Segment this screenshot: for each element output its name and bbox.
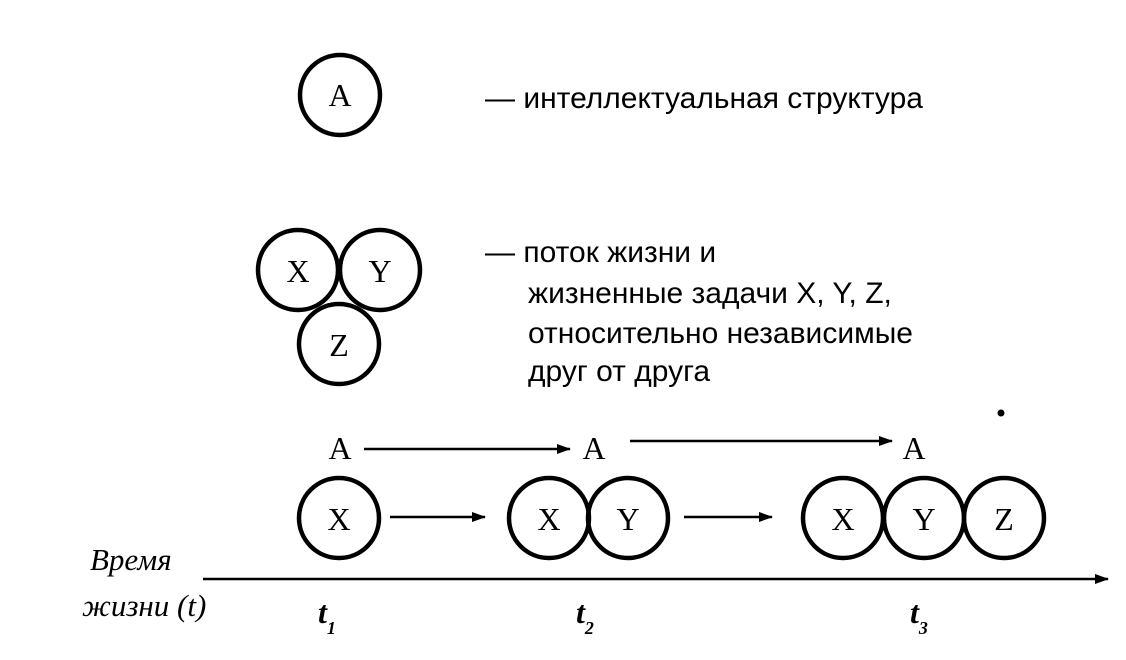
stage2-structure-label: A <box>582 430 605 466</box>
legend-flow-line-1: — поток жизни и <box>485 236 717 269</box>
legend-flow-line-4: друг от друга <box>528 355 711 388</box>
stage1-tasks: X <box>296 475 382 561</box>
stage1-structure-label: A <box>328 430 351 466</box>
stage1-x-circle <box>296 475 382 561</box>
stage2-x-letter: X <box>537 501 560 537</box>
axis-label-line1: Время <box>90 542 172 577</box>
legend-a-letter: A <box>328 77 351 113</box>
stage3-y-letter: Y <box>912 501 935 537</box>
stage1-x-letter: X <box>327 501 350 537</box>
stage3-z-letter: Z <box>994 501 1014 537</box>
stage2-tasks: X Y <box>506 475 671 561</box>
legend-z-letter: Z <box>329 327 349 363</box>
legend-y-circle <box>337 227 423 313</box>
tick-t1-main: t <box>318 594 327 630</box>
legend-y-letter: Y <box>368 253 391 289</box>
tick-t3-sub: 3 <box>918 618 928 639</box>
speck-mark <box>997 409 1005 417</box>
legend-x-letter: X <box>286 253 309 289</box>
legend-structure-text: — интеллектуальная структура <box>485 82 923 115</box>
tick-t2-sub: 2 <box>584 618 594 639</box>
tick-t1: t1 <box>318 594 336 639</box>
axis-label-line2: жизни (t) <box>82 588 207 623</box>
tick-t3: t3 <box>910 594 928 639</box>
stage3-structure-label: A <box>902 430 925 466</box>
tick-t1-sub: 1 <box>326 618 336 639</box>
legend-task-cluster: X Y Z <box>255 227 423 387</box>
tick-t3-main: t <box>910 594 919 630</box>
stage3-tasks: X Y Z <box>800 475 1047 561</box>
stage3-x-letter: X <box>831 501 854 537</box>
tick-t2: t2 <box>576 594 594 639</box>
stage2-y-letter: Y <box>616 501 639 537</box>
legend-flow-line-2: жизненные задачи X, Y, Z, <box>528 277 892 310</box>
legend-a-circle <box>297 52 383 138</box>
legend-structure-circle: A <box>297 52 383 138</box>
stage3-z-circle <box>961 475 1047 561</box>
stage2-y-circle <box>585 475 671 561</box>
tick-t2-main: t <box>576 594 585 630</box>
legend-z-circle <box>296 301 382 387</box>
legend-flow-line-3: относительно независимые <box>528 317 913 350</box>
